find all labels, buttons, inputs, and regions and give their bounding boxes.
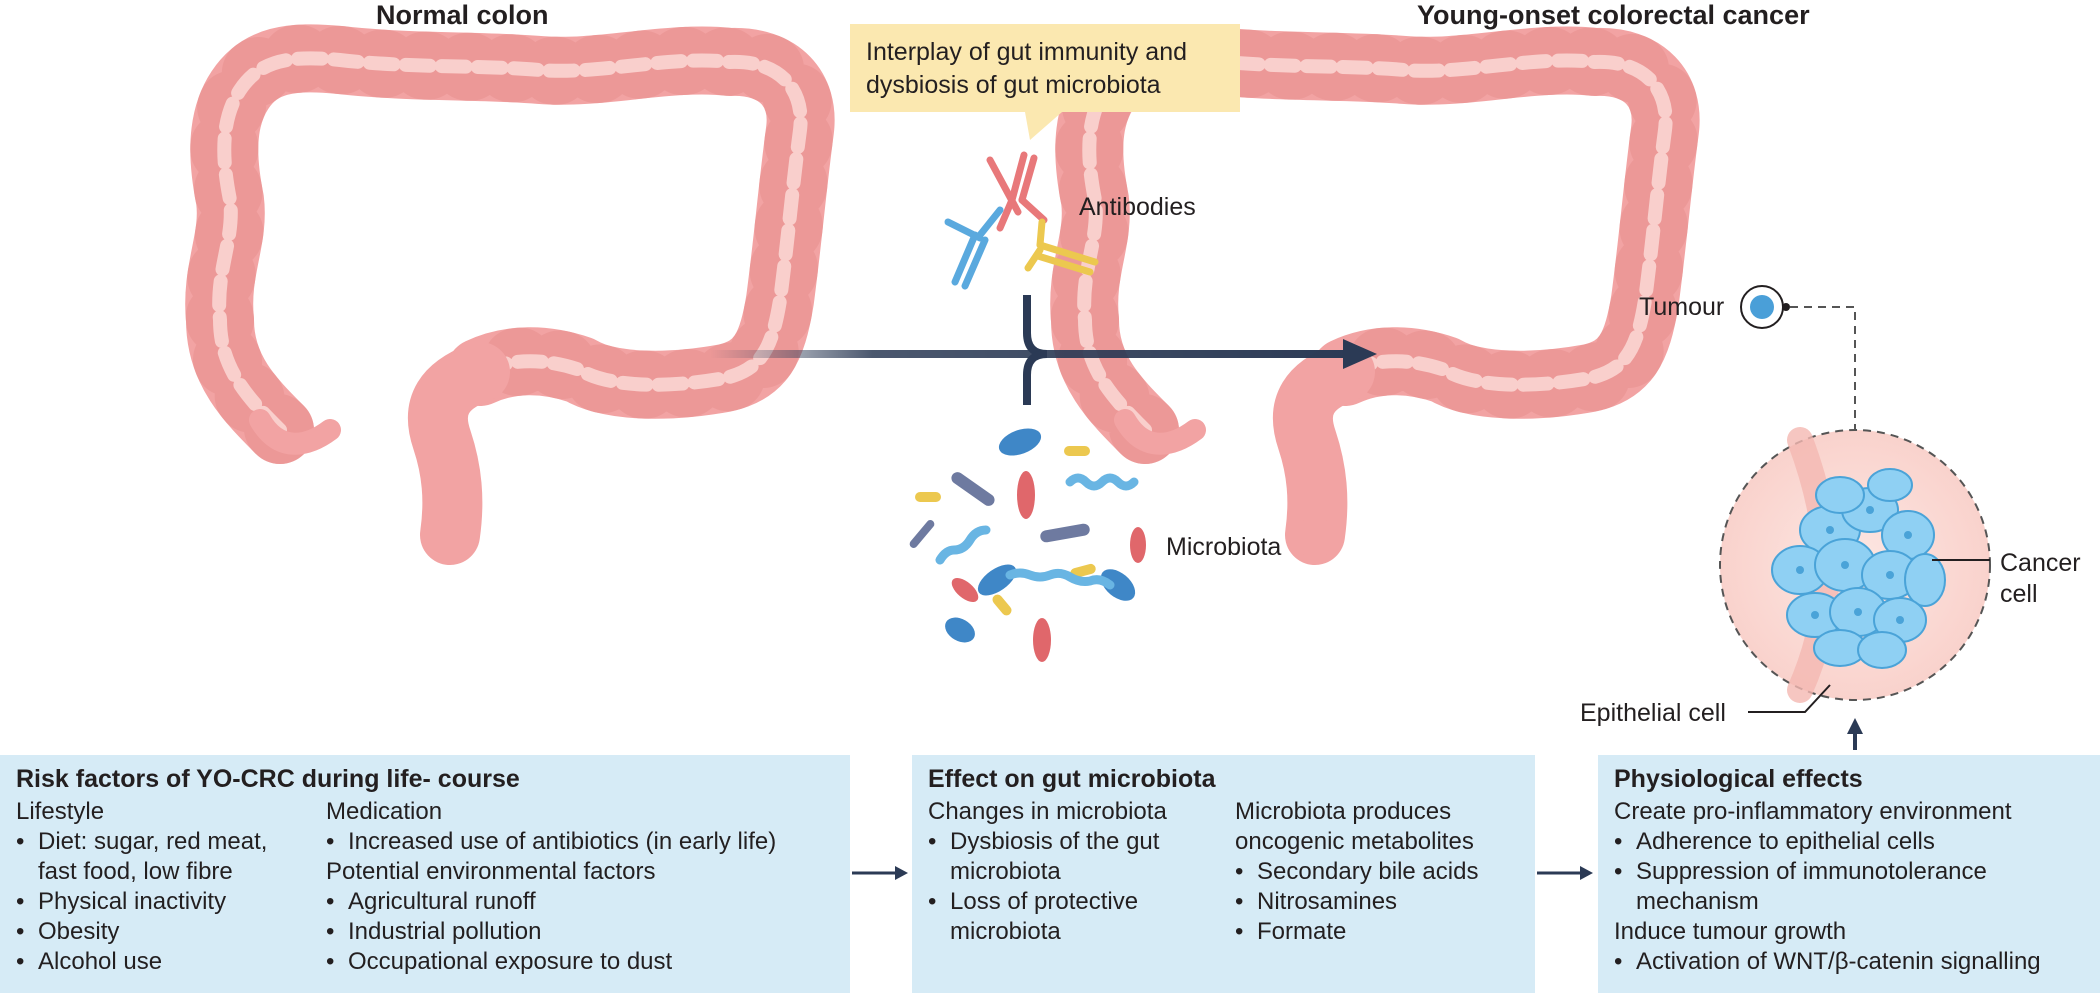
callout-line-2: dysbiosis of gut microbiota <box>866 71 1161 99</box>
cancer-cell-cluster <box>1719 427 1991 713</box>
list-item: Increased use of antibiotics (in early l… <box>326 827 846 857</box>
changes-heading: Changes in microbiota <box>928 798 1167 825</box>
risk-factors-title: Risk factors of YO-CRC during life- cour… <box>16 765 520 793</box>
growth-list: Activation of WNT/β-catenin signalling <box>1614 947 2096 977</box>
list-item: Adherence to epithelial cells <box>1614 827 2096 857</box>
normal-colon-illustration <box>185 24 835 565</box>
medication-column: Medication Increased use of antibiotics … <box>326 797 846 977</box>
produces-heading-2: oncogenic metabolites <box>1235 828 1474 855</box>
list-item: Industrial pollution <box>326 917 846 947</box>
inflam-list: Adherence to epithelial cells Suppressio… <box>1614 827 2096 917</box>
list-item: Loss of protective microbiota <box>928 887 1190 947</box>
list-item: Diet: sugar, red meat, fast food, low fi… <box>16 827 306 887</box>
produces-list: Secondary bile acids Nitrosamines Format… <box>1235 857 1530 947</box>
normal-colon-heading: Normal colon <box>376 0 549 30</box>
medication-heading: Medication <box>326 798 443 825</box>
list-item: Nitrosamines <box>1235 887 1530 917</box>
main-flow-arrow <box>710 295 1377 405</box>
growth-heading: Induce tumour growth <box>1614 918 1847 945</box>
callout-line-1: Interplay of gut immunity and <box>866 38 1187 66</box>
bacteria-icon <box>909 428 1146 662</box>
epithelial-cell-label: Epithelial cell <box>1580 699 1726 727</box>
antibodies-label: Antibodies <box>1079 193 1196 221</box>
box-arrows <box>852 718 1863 880</box>
effect-box: Effect on gut microbiota Changes in micr… <box>912 755 1535 993</box>
inflam-heading: Create pro-inflammatory environment <box>1614 798 2012 825</box>
tumour-label: Tumour <box>1639 293 1725 321</box>
environment-list: Agricultural runoff Industrial pollution… <box>326 887 846 977</box>
physiological-title: Physiological effects <box>1614 765 1863 793</box>
microbiota-label: Microbiota <box>1166 533 1282 561</box>
list-item: Agricultural runoff <box>326 887 846 917</box>
cancer-heading: Young-onset colorectal cancer <box>1417 0 1810 30</box>
produces-heading-1: Microbiota produces <box>1235 798 1452 825</box>
list-item: Dysbiosis of the gut microbiota <box>928 827 1160 887</box>
list-item: Alcohol use <box>16 947 306 977</box>
medication-list: Increased use of antibiotics (in early l… <box>326 827 846 857</box>
changes-list: Dysbiosis of the gut microbiota Loss of … <box>928 827 1208 947</box>
list-item: Physical inactivity <box>16 887 306 917</box>
environment-heading: Potential environmental factors <box>326 858 656 885</box>
antibody-icon <box>944 151 1099 290</box>
lifestyle-heading: Lifestyle <box>16 798 105 825</box>
physio-column: Create pro-inflammatory environment Adhe… <box>1614 797 2096 977</box>
list-item: Suppression of immunotolerance mechanism <box>1614 857 2016 917</box>
list-item: Activation of WNT/β-catenin signalling <box>1614 947 2096 977</box>
cancer-cell-label: Cancer cell <box>2000 548 2081 610</box>
changes-column: Changes in microbiota Dysbiosis of the g… <box>928 797 1208 947</box>
lifestyle-column: Lifestyle Diet: sugar, red meat, fast fo… <box>16 797 306 977</box>
risk-factors-box: Risk factors of YO-CRC during life- cour… <box>0 755 850 993</box>
interplay-callout: Interplay of gut immunity and dysbiosis … <box>850 24 1240 112</box>
tumour-icon <box>1740 285 1856 460</box>
cancer-cell-label-line-2: cell <box>2000 580 2038 608</box>
cancer-cell-label-line-1: Cancer <box>2000 549 2081 577</box>
effect-title: Effect on gut microbiota <box>928 765 1216 793</box>
list-item: Secondary bile acids <box>1235 857 1530 887</box>
list-item: Occupational exposure to dust <box>326 947 846 977</box>
produces-column: Microbiota produces oncogenic metabolite… <box>1235 797 1530 947</box>
list-item: Obesity <box>16 917 306 947</box>
physiological-box: Physiological effects Create pro-inflamm… <box>1598 755 2100 993</box>
lifestyle-list: Diet: sugar, red meat, fast food, low fi… <box>16 827 306 977</box>
list-item: Formate <box>1235 917 1530 947</box>
cancer-colon-illustration <box>1050 24 1700 565</box>
